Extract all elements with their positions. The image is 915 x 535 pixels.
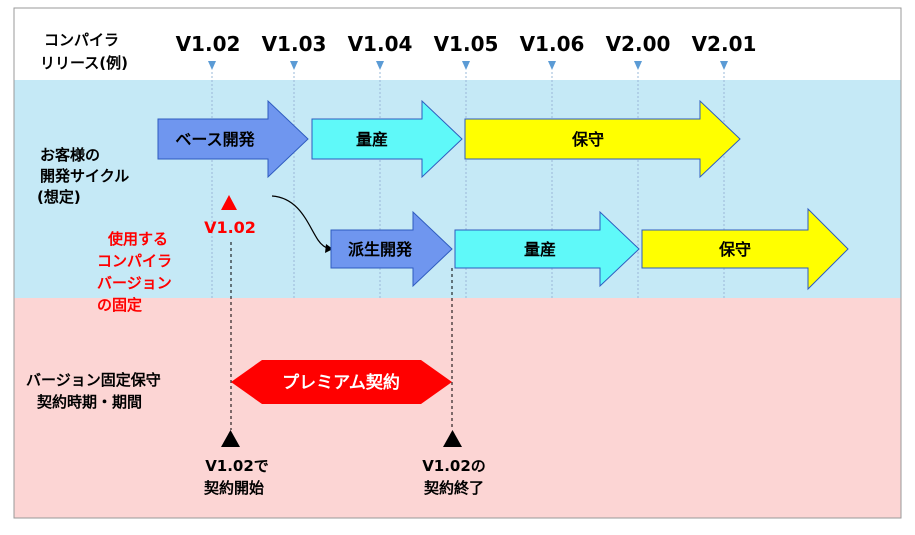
version-fix-note-line4: の固定	[97, 296, 142, 314]
base-development-label: ベース開発	[175, 130, 255, 149]
version-tick-marker	[720, 61, 728, 70]
version-label: V1.06	[520, 32, 585, 56]
row2-arrows: 派生開発 量産 保守	[330, 207, 849, 291]
version-fix-note-line1: 使用する	[107, 230, 168, 248]
base-development-arrow	[157, 99, 309, 179]
mass-production-label-1: 量産	[356, 130, 388, 149]
version-label: V1.05	[434, 32, 499, 56]
contract-end-label-line2: 契約終了	[423, 479, 484, 497]
version-tick-marker	[462, 61, 470, 70]
premium-contract-shape	[231, 360, 452, 404]
version-label: V1.02	[176, 32, 241, 56]
version-label: V1.03	[262, 32, 327, 56]
derived-development-arrow	[330, 210, 453, 288]
derived-development-label: 派生開発	[348, 240, 413, 259]
version-fix-note-line2: コンパイラ	[97, 252, 172, 270]
derivation-connector-head	[325, 244, 333, 253]
version-tick-marker	[376, 61, 384, 70]
customer-cycle-label-line2: 開発サイクル	[40, 167, 129, 185]
version-label: V2.01	[692, 32, 757, 56]
contract-start-marker	[221, 430, 240, 447]
fixed-version-label: V1.02	[204, 218, 256, 237]
compiler-label-line2: リリース(例)	[40, 54, 128, 72]
customer-cycle-label-line3: (想定)	[37, 188, 81, 206]
version-fix-note-line3: バージョン	[97, 274, 172, 292]
maintenance-label-2: 保守	[718, 240, 751, 259]
compiler-label-line1: コンパイラ	[44, 31, 119, 49]
version-tick-marker	[634, 61, 642, 70]
contract-end-marker	[443, 430, 462, 447]
version-tick-marker	[290, 61, 298, 70]
maintenance-arrow-2	[641, 207, 849, 291]
outer-frame	[13, 7, 902, 519]
maintenance-label-line2: 契約時期・期間	[36, 393, 142, 411]
version-fix-note: 使用する コンパイラ バージョン の固定	[97, 230, 172, 314]
maintenance-label-1: 保守	[571, 130, 604, 149]
version-tick-marker	[208, 61, 216, 70]
premium-contract-label: プレミアム契約	[282, 372, 400, 393]
version-label: V1.04	[348, 32, 413, 56]
version-headers: V1.02 V1.03 V1.04 V1.05 V1.06 V2.00 V2.0…	[176, 32, 757, 56]
row1-arrows: ベース開発 量産 保守	[157, 99, 741, 179]
contract-end-label-line1: V1.02の	[422, 457, 486, 475]
contract-start-label-line1: V1.02で	[205, 457, 269, 475]
mass-production-arrow-2	[454, 210, 640, 288]
maintenance-band	[14, 298, 901, 518]
contract-start-label-line2: 契約開始	[203, 479, 264, 497]
maintenance-label-line1: バージョン固定保守	[26, 371, 161, 389]
customer-cycle-label-line1: お客様の	[40, 146, 100, 164]
version-tick-marker	[548, 61, 556, 70]
maintenance-arrow-1	[464, 99, 741, 179]
mass-production-arrow-1	[311, 99, 463, 179]
version-label: V2.00	[606, 32, 671, 56]
fixed-version-marker	[221, 195, 237, 210]
mass-production-label-2: 量産	[524, 240, 556, 259]
